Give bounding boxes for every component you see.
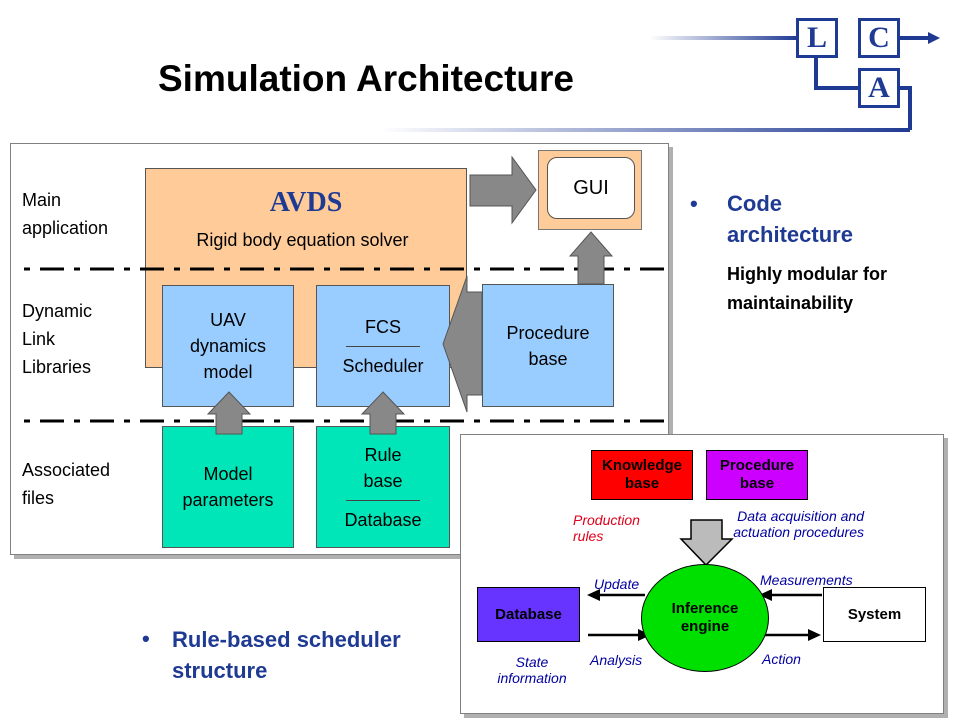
rule-base-divider bbox=[346, 499, 420, 501]
database-inset-box: Database bbox=[477, 587, 580, 642]
rule-base-database-box: Rule base Database bbox=[316, 426, 450, 548]
row-label-associated-files: Associated files bbox=[22, 460, 111, 508]
gui-box: GUI bbox=[547, 157, 635, 219]
uav-dynamics-model-box: UAV dynamics model bbox=[162, 285, 294, 407]
arrow-procedure-to-gui bbox=[568, 231, 614, 285]
data-acquisition-label: Data acquisition and actuation procedure… bbox=[733, 508, 864, 540]
inference-engine-circle bbox=[641, 564, 769, 672]
bullet-dot-code: • bbox=[690, 191, 698, 216]
code-architecture-heading: Code architecture bbox=[727, 191, 853, 247]
scheduler-label: Scheduler bbox=[342, 355, 424, 376]
inset-arrows bbox=[587, 519, 822, 641]
inference-engine-label: Inference engine bbox=[671, 600, 739, 635]
arrow-model-to-uav bbox=[206, 391, 252, 435]
procedure-base-inset-box: Procedure base bbox=[706, 450, 808, 500]
rule-scheduler-heading: Rule-based scheduler structure bbox=[172, 627, 401, 683]
row-label-dynamic-link-libraries: Dynamic Link Libraries bbox=[22, 301, 93, 377]
model-parameters-box: Model parameters bbox=[162, 426, 294, 548]
production-rules-label: Production rules bbox=[573, 512, 640, 544]
knowledge-base-box: Knowledge base bbox=[591, 450, 693, 500]
arrow-bases-to-engine bbox=[679, 519, 734, 567]
fcs-scheduler-box: FCS Scheduler bbox=[316, 285, 450, 407]
avds-title: AVDS bbox=[269, 187, 343, 218]
measurements-label: Measurements bbox=[760, 572, 853, 588]
page-title: Simulation Architecture bbox=[158, 58, 574, 99]
logo-letter-l: L bbox=[796, 18, 838, 58]
arrow-rule-to-fcs bbox=[360, 391, 406, 435]
layer-separators bbox=[24, 267, 665, 423]
arrow-procedure-to-fcs bbox=[442, 275, 483, 413]
architecture-arrows bbox=[206, 155, 614, 435]
row-label-main-application: Main application bbox=[22, 190, 109, 238]
update-label: Update bbox=[594, 576, 640, 592]
arrow-avds-to-gui bbox=[469, 155, 537, 225]
procedure-base-box: Procedure base bbox=[482, 284, 614, 407]
fcs-divider bbox=[346, 345, 420, 347]
avds-subtitle: Rigid body equation solver bbox=[196, 230, 409, 250]
database-label: Database bbox=[344, 509, 422, 530]
action-label: Action bbox=[762, 651, 801, 667]
system-box: System bbox=[823, 587, 926, 642]
bullet-dot-rule: • bbox=[142, 626, 150, 651]
rule-base-label: Rule base bbox=[363, 444, 403, 491]
fcs-label: FCS bbox=[365, 316, 401, 337]
logo-letter-c: C bbox=[858, 18, 900, 58]
logo-lines bbox=[380, 32, 940, 132]
analysis-label: Analysis bbox=[590, 652, 643, 668]
logo-letter-a: A bbox=[858, 68, 900, 108]
code-architecture-sub: Highly modular for maintainability bbox=[727, 264, 888, 313]
state-information-label: State information bbox=[497, 654, 567, 686]
